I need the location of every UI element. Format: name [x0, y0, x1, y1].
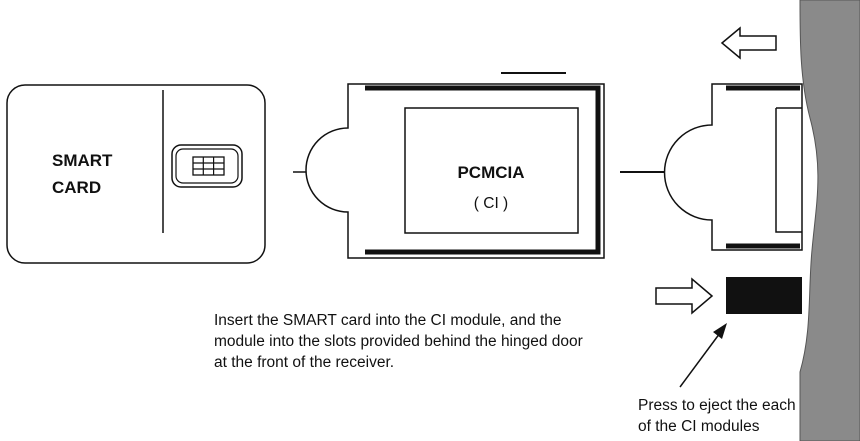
chip-icon	[171, 144, 243, 188]
smart-card-label-line1: SMART	[52, 151, 113, 170]
eject-note-line: Press to eject the each	[638, 397, 796, 414]
eject-note-line: of the CI modules	[638, 418, 760, 435]
module-label-panel	[404, 107, 579, 234]
module-label: PCMCIA	[457, 163, 524, 182]
module-sublabel: ( CI )	[474, 195, 508, 212]
inserted-module-outline	[663, 83, 803, 251]
pcmcia-module: PCMCIA ( CI )	[305, 72, 605, 259]
module-thick-edge	[365, 85, 601, 255]
smart-card-outline	[6, 84, 266, 264]
instruction-line: Insert the SMART card into the CI module…	[214, 312, 562, 329]
eject-button[interactable]	[726, 277, 802, 314]
instruction-text: Insert the SMART card into the CI module…	[214, 310, 634, 373]
eject-pointer-arrow	[679, 323, 727, 388]
receiver-front-panel	[799, 0, 860, 441]
instruction-line: module into the slots provided behind th…	[214, 333, 583, 350]
smart-card-label-line2: CARD	[52, 178, 101, 197]
left-outline-arrow-icon	[720, 26, 777, 60]
smart-card: SMART CARD	[6, 84, 266, 264]
inserted-module	[663, 83, 803, 251]
right-outline-arrow-icon	[655, 277, 714, 315]
instruction-line: at the front of the receiver.	[214, 354, 395, 371]
eject-note: Press to eject the each of the CI module…	[638, 395, 858, 437]
